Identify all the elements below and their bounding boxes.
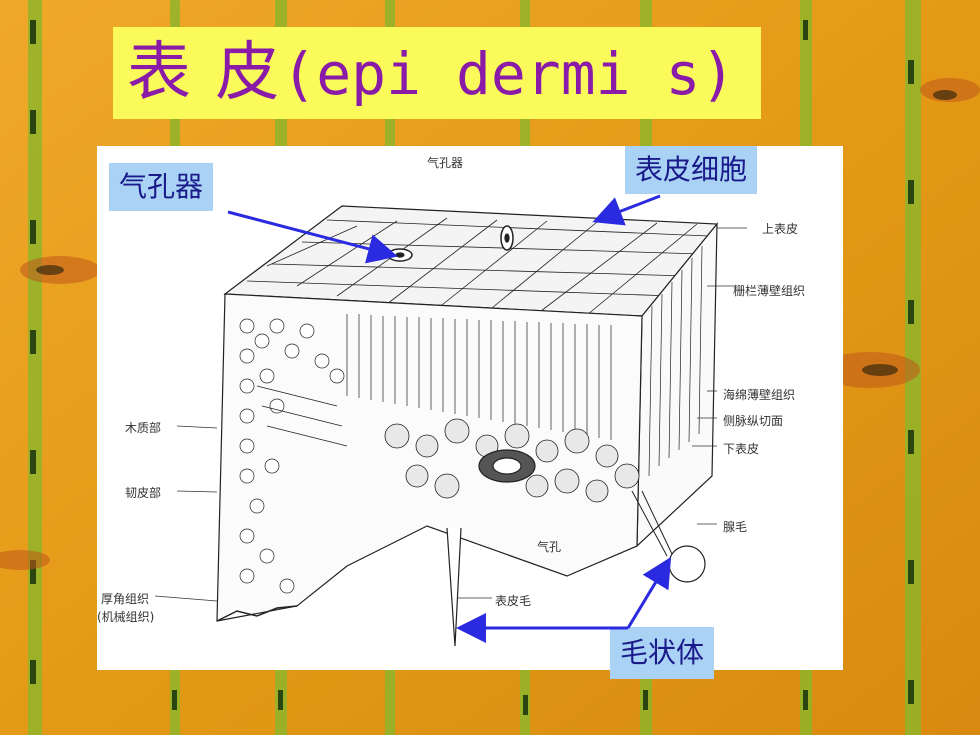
label-spongy: 海绵薄壁组织: [723, 388, 796, 402]
label-lateral-vein: 侧脉纵切面: [723, 414, 784, 428]
label-stoma: 气孔: [537, 540, 562, 554]
leaf-diagram-drawing: [154, 205, 747, 647]
label-mechanical: (机械组织): [97, 610, 155, 624]
label-gland-hair: 腺毛: [723, 520, 748, 534]
label-stomata-top: 气孔器: [427, 156, 464, 170]
label-phloem: 韧皮部: [125, 486, 162, 500]
callout-stomata: 气孔器: [109, 163, 214, 211]
callout-epidermal-cell: 表皮细胞: [625, 146, 758, 194]
label-palisade: 栅栏薄壁组织: [733, 284, 806, 298]
front-face: [216, 293, 643, 622]
label-upper-epidermis: 上表皮: [762, 222, 799, 236]
slide-title-box: 表 皮(epi dermi s): [113, 27, 761, 119]
gland-hair-head: [668, 545, 706, 583]
label-epidermal-hair: 表皮毛: [495, 594, 532, 608]
slide-title: 表 皮(epi dermi s): [127, 33, 735, 114]
slide-title-latin: (epi dermi s): [281, 40, 736, 108]
epidermal-hair-drawing: [446, 527, 462, 647]
label-xylem: 木质部: [125, 421, 162, 435]
callout-trichome: 毛状体: [610, 627, 715, 679]
leaf-section-diagram: 气孔器 上表皮 栅栏薄壁组织 海绵薄壁组织 侧脉纵切面 下表皮 木质部 韧皮部 …: [97, 146, 843, 670]
label-collenchyma: 厚角组织: [101, 592, 150, 606]
label-lower-epidermis: 下表皮: [723, 442, 760, 456]
slide-title-cn: 表 皮: [127, 36, 282, 110]
